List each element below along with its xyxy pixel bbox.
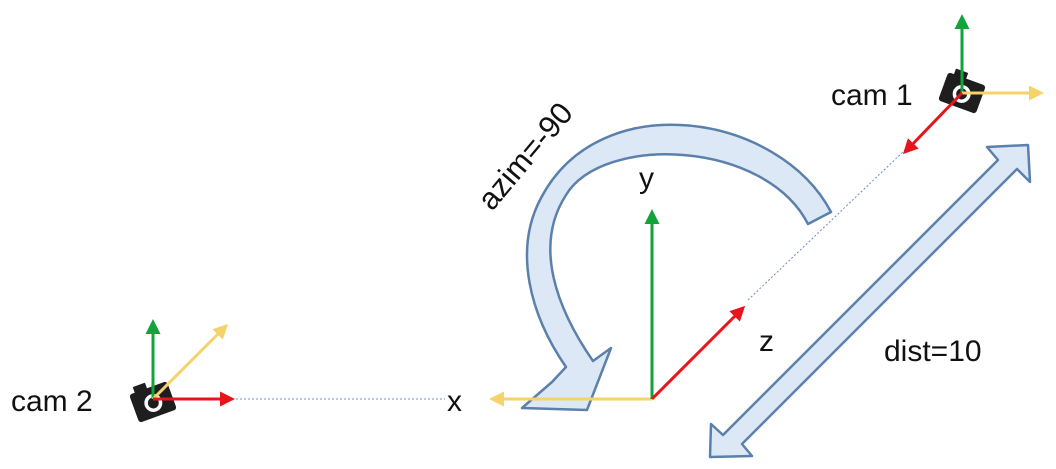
x-axis-label: x bbox=[447, 385, 462, 418]
distance-double-arrow bbox=[708, 143, 1032, 459]
cam1-forward-axis-arrow bbox=[902, 91, 964, 155]
cam2-right-axis-arrow bbox=[151, 323, 229, 401]
y-axis-label: y bbox=[639, 162, 654, 195]
azimuth-curved-arrow bbox=[520, 123, 833, 412]
cam1-dotted-line bbox=[747, 149, 906, 301]
cam1-label: cam 1 bbox=[831, 79, 913, 112]
world-z-axis-arrow bbox=[650, 305, 746, 401]
camera-icon bbox=[129, 381, 177, 423]
cam2-label: cam 2 bbox=[11, 385, 93, 418]
z-axis-label: z bbox=[759, 325, 774, 358]
distance-label: dist=10 bbox=[884, 335, 982, 368]
